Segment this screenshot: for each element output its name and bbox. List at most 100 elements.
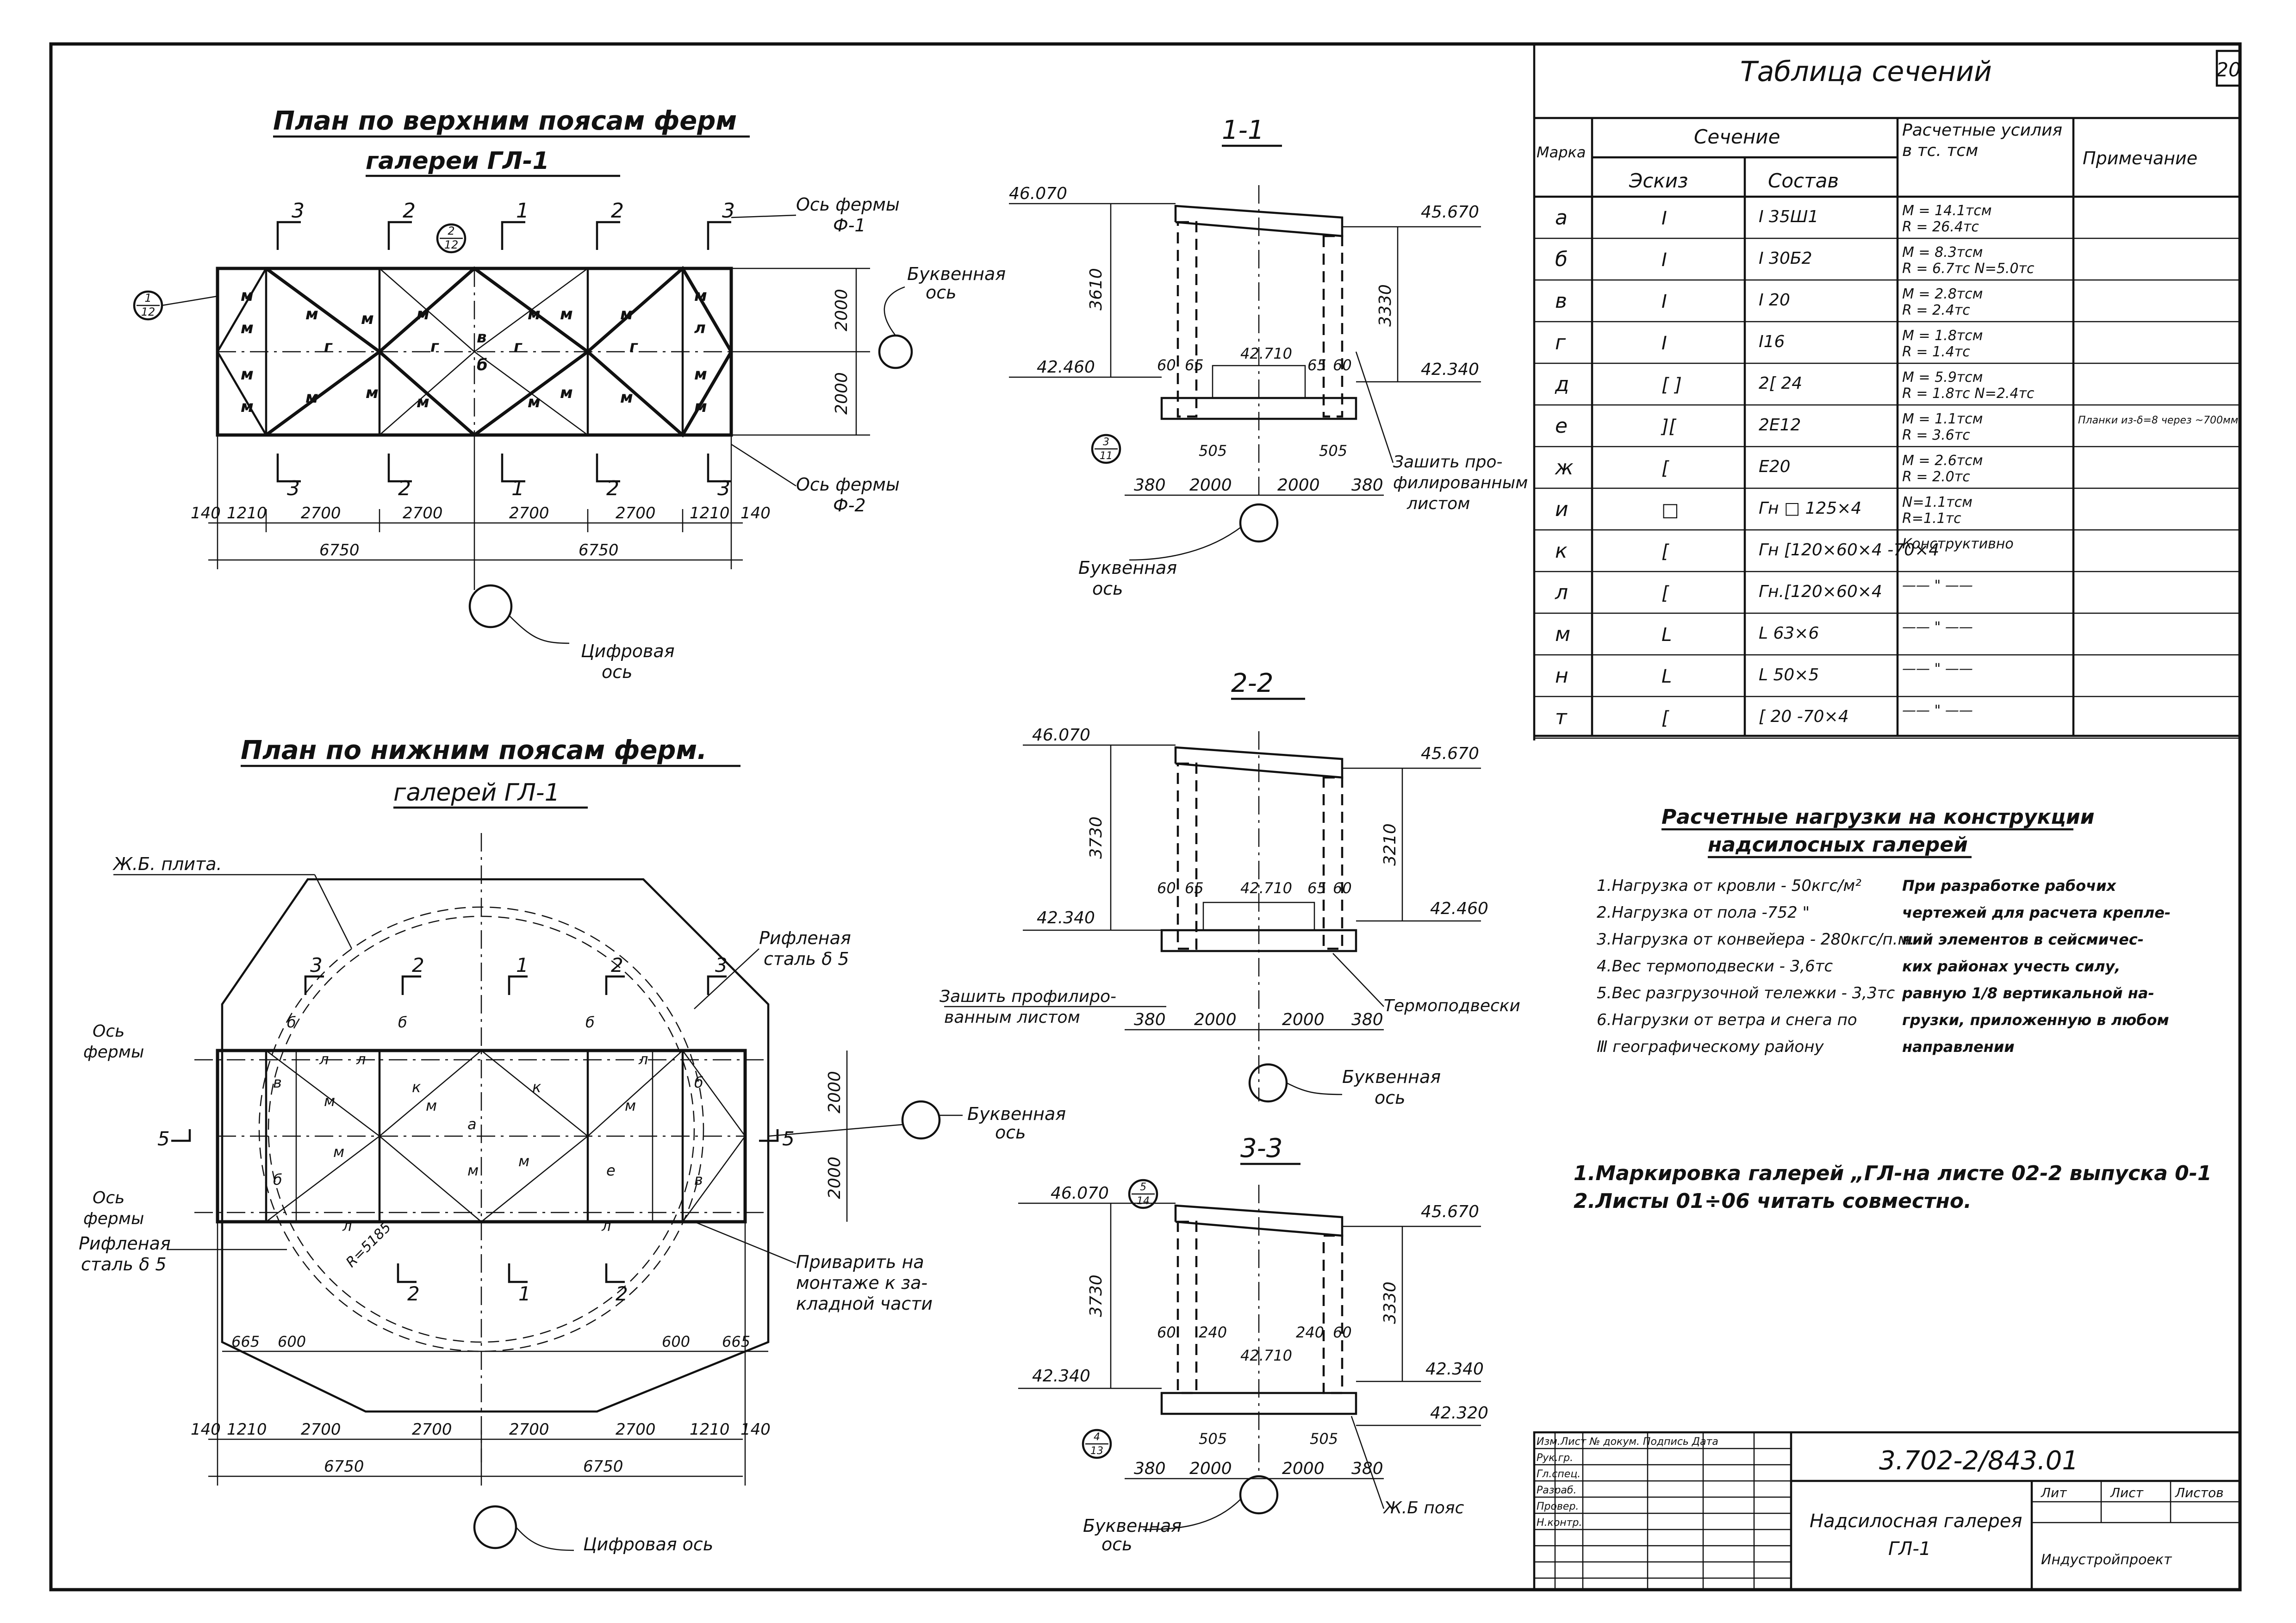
plan-bottom-edge-dim-3: 665: [722, 1333, 750, 1350]
section-2-elev-mid-left: 42.340: [1037, 908, 1095, 927]
table-title: Таблица сечений: [1740, 56, 1992, 88]
svg-text:12: 12: [141, 305, 156, 318]
svg-text:в: в: [694, 1171, 703, 1188]
section-2-2: 2-2 46.070 45.670 42.340 42.460 42.710 3…: [940, 668, 1520, 1108]
stamp-title-2: ГЛ-1: [1888, 1538, 1931, 1560]
svg-text:а: а: [467, 1115, 477, 1133]
truss-axis-label-1: Ось фермы: [796, 194, 900, 215]
steel-label-1: Рифленая: [759, 928, 851, 948]
svg-text:13: 13: [1090, 1445, 1103, 1457]
svg-text:м: м: [417, 393, 429, 411]
section-2-note-3: Термоподвески: [1384, 996, 1520, 1015]
load-item: Ⅲ географическому району: [1597, 1038, 1824, 1056]
table-cell-force-2: R = 6.7тс N=5.0тс: [1902, 261, 2035, 277]
svg-text:м: м: [305, 388, 318, 407]
section-1-note-3: листом: [1406, 494, 1470, 513]
section-mark-2b-top: 2: [611, 199, 624, 223]
svg-text:е: е: [606, 1162, 616, 1179]
note-2: 2.Листы 01÷06 читать совместно.: [1574, 1189, 1972, 1213]
table-cell-sketch: I: [1661, 208, 1667, 229]
table-cell-sketch: □: [1661, 499, 1679, 521]
stamp-row-5: Н.контр.: [1537, 1517, 1582, 1529]
table-cell-sketch: [: [1661, 583, 1669, 604]
plan-bottom-dim-6: 1210: [690, 1420, 730, 1439]
stamp-org: Индустройпроект: [2041, 1552, 2172, 1568]
section-3-bottom-dim-0: 380: [1134, 1459, 1166, 1478]
section-2-elev-top-right: 45.670: [1421, 744, 1479, 763]
table-cell-mark: м: [1555, 622, 1570, 646]
svg-text:2: 2: [616, 1282, 628, 1305]
table-cell-mark: г: [1555, 331, 1566, 354]
section-1-letter-axis: Буквенная: [1078, 558, 1177, 578]
plan-bottom-total-1: 6750: [324, 1457, 364, 1476]
table-cell-composition: 2Е12: [1759, 416, 1801, 435]
steel-label-1b: сталь δ 5: [764, 949, 849, 969]
plan-bottom-edge-dim-0: 665: [231, 1333, 260, 1350]
svg-text:л: л: [601, 1217, 611, 1235]
svg-text:3: 3: [1103, 436, 1109, 448]
plan-bottom-total-2: 6750: [583, 1457, 623, 1476]
section-1-elev-mid-right: 42.340: [1421, 360, 1479, 379]
section-1-wall-dim-1: 65: [1185, 356, 1204, 374]
load-item: 3.Нагрузка от конвейера - 280кгс/п.м.: [1597, 930, 1915, 949]
table-cell-sketch: L: [1661, 666, 1672, 687]
svg-text:14: 14: [1137, 1195, 1150, 1207]
table-cell-mark: в: [1555, 289, 1567, 313]
section-3-elev-mid-left: 42.340: [1032, 1367, 1090, 1386]
table-cell-mark: н: [1555, 664, 1568, 688]
section-1-elev-inner: 42.710: [1240, 345, 1292, 362]
section-1-note-2: филированным: [1393, 473, 1528, 492]
steel-label-2: Рифленая: [79, 1233, 171, 1254]
svg-text:11: 11: [1100, 450, 1113, 462]
table-header-sketch: Эскиз: [1629, 169, 1688, 192]
sections-table: Таблица сечений Марка Сечение Эскиз Сост…: [1534, 56, 2240, 739]
table-cell-sketch: [: [1661, 541, 1669, 562]
section-3-height-right: 3330: [1381, 1281, 1400, 1324]
table-header-forces: Расчетные усилия в тс. тсм: [1902, 121, 2063, 160]
sheet-number-box: [2215, 50, 2241, 87]
weld-note-3: кладной части: [796, 1293, 933, 1314]
truss-axis-label-2: Ось фермы: [796, 474, 900, 495]
stamp-stage: Лит: [2041, 1485, 2067, 1500]
section-1-beam-dim-0: 505: [1199, 442, 1227, 460]
table-cell-sketch: [ ]: [1661, 374, 1682, 396]
table-cell-composition: 2[ 24: [1759, 374, 1802, 393]
svg-text:4: 4: [1094, 1431, 1100, 1443]
svg-text:м: м: [426, 1097, 437, 1114]
seismic-item: При разработке рабочих: [1902, 877, 2117, 895]
table-cell-force-1: M = 2.6тсм: [1902, 453, 1983, 469]
section-3-beam-dim-0: 505: [1199, 1430, 1227, 1448]
table-cell-force-1: Конструктивно: [1902, 536, 2014, 552]
section-1-wall-dim-2: 65: [1307, 356, 1326, 374]
sheet-number: 20: [2216, 58, 2240, 81]
section-2-letter-axis: Буквенная: [1342, 1067, 1441, 1087]
plan-bottom-dim-4: 2700: [509, 1420, 549, 1439]
section-3-wall-dim-2: 240: [1296, 1324, 1324, 1341]
plan-bottom: План по нижним поясам ферм. галерей ГЛ-1…: [79, 735, 1066, 1555]
stamp-row-1: Рук.гр.: [1537, 1452, 1573, 1464]
section-1-bottom-dim-3: 380: [1351, 476, 1383, 495]
section-2-bottom-dim-1: 2000: [1194, 1010, 1237, 1029]
section-3-elev-top-right: 45.670: [1421, 1202, 1479, 1221]
stamp-row-4: Провер.: [1537, 1501, 1579, 1512]
svg-text:л: л: [356, 1051, 366, 1068]
table-cell-mark: б: [1555, 248, 1568, 271]
table-cell-composition: Гн [120×60×4 -70×4: [1759, 541, 1939, 560]
plan-bottom-dim-side-2: 2000: [825, 1157, 844, 1199]
section-2-note-2: ванным листом: [944, 1008, 1080, 1027]
table-cell-force-2: R = 1.4тс: [1902, 344, 1970, 360]
svg-text:3: 3: [717, 477, 730, 500]
table-cell-force-2: R = 2.4тс: [1902, 302, 1970, 318]
table-cell-composition: [ 20 -70×4: [1759, 707, 1849, 726]
plan-bottom-dim-0: 140: [191, 1420, 221, 1439]
svg-text:2: 2: [412, 954, 424, 976]
seismic-item: ний элементов в сейсмичес-: [1902, 931, 2144, 948]
table-cell-force-2: R = 3.6тс: [1902, 427, 1970, 443]
section-mark-1-top: 1: [516, 199, 529, 223]
truss-axis-top-label: Ось: [93, 1022, 124, 1041]
section-3-3: 3-3 46.070 5 14 45.670 42.340 42.340 42.…: [1018, 1133, 1488, 1555]
sheet-frame: [49, 42, 2242, 1592]
section-3-beam-dim-1: 505: [1310, 1430, 1338, 1448]
svg-text:б: б: [477, 356, 488, 374]
